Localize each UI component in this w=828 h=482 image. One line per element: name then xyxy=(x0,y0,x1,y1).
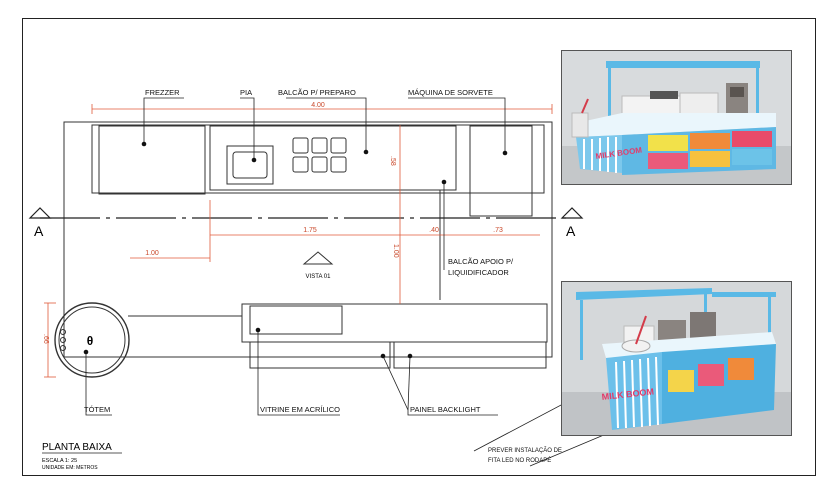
drawing-title: PLANTA BAIXA xyxy=(42,442,112,453)
acrylic-case-box xyxy=(249,305,343,335)
label-totem: TÓTEM xyxy=(84,405,110,414)
section-mark-right: A xyxy=(566,223,576,239)
back-counter xyxy=(91,124,545,194)
dim-depth: 1.00 xyxy=(392,244,399,258)
dim-left: 1.00 xyxy=(145,250,159,257)
section-mark-left: A xyxy=(34,223,44,239)
backlight-panel-2 xyxy=(393,341,547,369)
label-prep-counter: BALCÃO P/ PREPARO xyxy=(278,88,356,97)
label-freezer: FREZZER xyxy=(145,88,180,97)
drawing-sheet xyxy=(22,18,816,476)
dim-total: 4.00 xyxy=(311,102,325,109)
machine-box xyxy=(469,125,533,217)
label-led-note-1: PREVER INSTALAÇÃO DE xyxy=(488,447,562,454)
label-ice-cream-machine: MÁQUINA DE SORVETE xyxy=(408,88,493,97)
kiosk-outline xyxy=(63,121,553,358)
prep-counter-box xyxy=(209,125,457,191)
dim-prep: 1.75 xyxy=(303,227,317,234)
totem-symbol: θ xyxy=(87,334,94,348)
dim-gap: .40 xyxy=(429,227,439,234)
drawing-scale: ESCALA 1: 25 xyxy=(42,458,77,464)
totem-outer xyxy=(54,302,130,378)
view-label: VISTA 01 xyxy=(306,274,332,280)
label-acrylic-case: VITRINE EM ACRÍLICO xyxy=(260,405,340,414)
label-sink: PIA xyxy=(240,88,252,97)
dim-totem: .66 xyxy=(42,334,49,344)
label-blender-counter-2: LIQUIDIFICADOR xyxy=(448,268,509,277)
backlight-panel-1 xyxy=(249,341,391,369)
label-led-note-2: FITA LED NO RODAPÉ xyxy=(488,457,551,464)
dim-prep-depth: .58 xyxy=(389,156,396,166)
render-bottom: MILK BOOM xyxy=(561,281,792,436)
front-counter xyxy=(241,303,548,343)
render-top: MILK BOOM xyxy=(561,50,792,185)
dim-machine: .73 xyxy=(493,227,503,234)
sink-box xyxy=(226,145,274,185)
label-backlight-panel: PAINEL BACKLIGHT xyxy=(410,405,481,414)
freezer-box xyxy=(98,125,206,195)
drawing-unit: UNIDADE EM: METROS xyxy=(42,465,98,471)
label-blender-counter-1: BALCÃO APOIO P/ xyxy=(448,257,514,266)
